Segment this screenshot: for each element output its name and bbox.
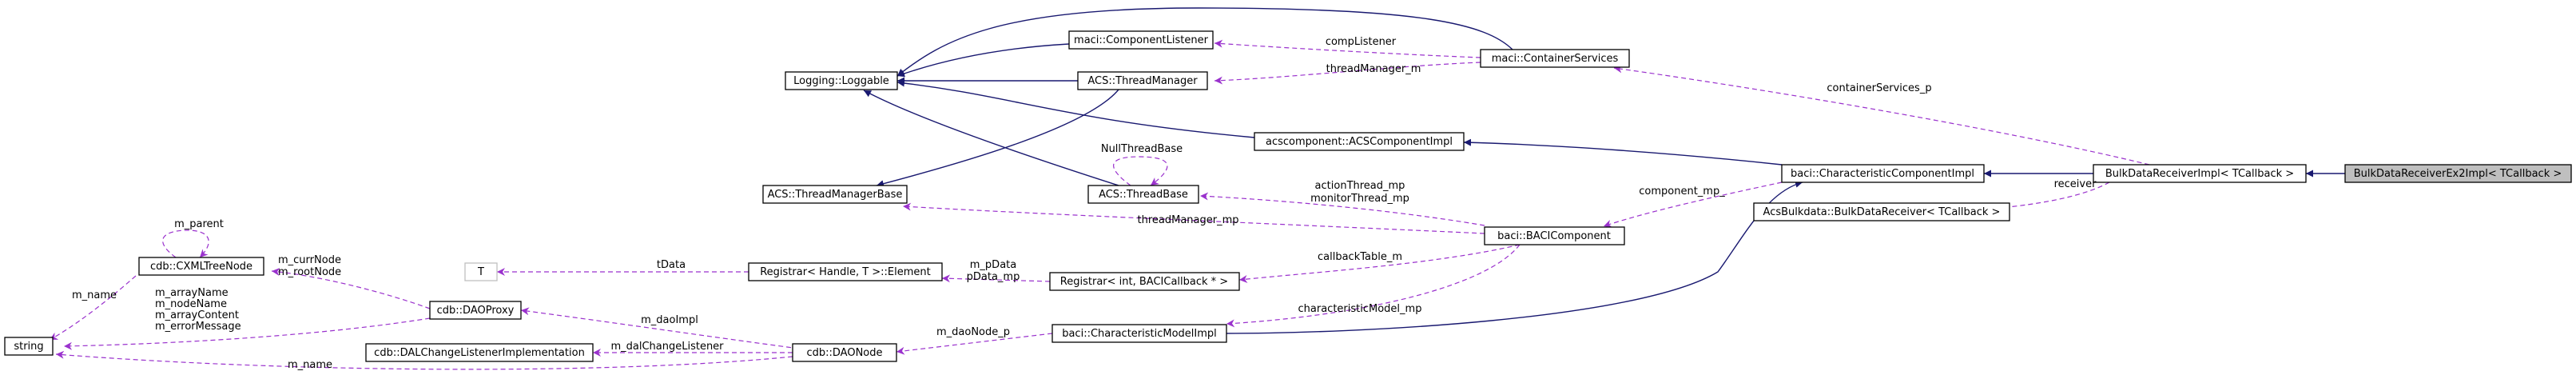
label-pdata-mp: pData_mp — [967, 271, 1020, 283]
label-characteristic-model-mp: characteristicModel_mp — [1298, 303, 1422, 315]
node-label: BulkDataReceiverImpl< TCallback > — [2105, 168, 2294, 180]
node-label: T — [477, 266, 484, 278]
node-label: ACS::ThreadManagerBase — [768, 189, 903, 201]
edge-m-parent — [162, 229, 209, 258]
node-dao-node[interactable]: cdb::DAONode — [792, 343, 897, 362]
label-m-name-xml: m_name — [72, 289, 117, 301]
edge-threadbase-to-loggable — [863, 90, 1119, 186]
label-m-dao-impl: m_daoImpl — [641, 314, 698, 326]
label-m-pdata: m_pData — [970, 259, 1016, 271]
edge-m-name-xml — [49, 275, 137, 341]
node-dal-change-listener[interactable]: cdb::DALChangeListenerImplementation — [365, 343, 594, 362]
node-label: baci::CharacteristicComponentImpl — [1791, 168, 1974, 180]
node-label: ACS::ThreadBase — [1099, 189, 1188, 201]
node-template-param-t[interactable]: T — [464, 262, 498, 281]
node-label: baci::CharacteristicModelImpl — [1062, 328, 1217, 340]
label-callback-table-m: callbackTable_m — [1318, 251, 1402, 263]
node-label: baci::BACIComponent — [1497, 230, 1611, 242]
usage-edges — [49, 39, 2150, 370]
label-action-thread-mp: actionThread_mp — [1315, 180, 1405, 192]
node-acs-bulkdata-receiver[interactable]: AcsBulkdata::BulkDataReceiver< TCallback… — [1753, 202, 2010, 221]
label-thread-manager-mp: threadManager_mp — [1137, 214, 1238, 226]
node-bulk-data-receiver-impl[interactable]: BulkDataReceiverImpl< TCallback > — [2093, 164, 2307, 183]
class-nodes: BulkDataReceiverEx2Impl< TCallback > Bul… — [4, 30, 2572, 362]
edge-pdata — [941, 274, 1051, 283]
label-t-data: tData — [657, 259, 686, 271]
node-logging-loggable[interactable]: Logging::Loggable — [785, 71, 898, 90]
edge-comp-listener — [1214, 39, 1481, 58]
label-m-dao-node-p: m_daoNode_p — [936, 326, 1010, 338]
node-label: Logging::Loggable — [793, 75, 889, 87]
edge-acscompimpl-to-loggable — [896, 79, 1255, 138]
node-label: cdb::DALChangeListenerImplementation — [374, 347, 585, 359]
node-cxml-tree-node[interactable]: cdb::CXMLTreeNode — [138, 257, 264, 276]
label-monitor-thread-mp: monitorThread_mp — [1310, 193, 1409, 205]
label-component-mp: component_mp_ — [1639, 186, 1725, 197]
label-m-error-message: m_errorMessage — [155, 321, 241, 333]
edge-componentlistener-to-loggable — [896, 43, 1070, 78]
node-label: Registrar< Handle, T >::Element — [760, 266, 931, 278]
edge-containerservices-to-loggable — [896, 7, 1513, 77]
node-characteristic-model-impl[interactable]: baci::CharacteristicModelImpl — [1051, 324, 1227, 343]
edge-dao-impl — [520, 307, 800, 349]
label-receiver: receiver — [2054, 178, 2097, 190]
edge-thread-manager-m — [1214, 62, 1481, 85]
label-m-array-name: m_arrayName — [155, 287, 229, 299]
node-label: Registrar< int, BACICallback * > — [1060, 276, 1228, 288]
node-baci-component[interactable]: baci::BACIComponent — [1484, 226, 1625, 245]
label-m-name-dao: m_name — [288, 359, 332, 371]
node-acs-component-impl[interactable]: acscomponent::ACSComponentImpl — [1254, 132, 1465, 151]
edge-component-mp — [1603, 182, 1783, 228]
edge-labels: compListener threadManager_m containerSe… — [72, 36, 2097, 371]
label-container-services-p: containerServices_p — [1827, 82, 1931, 94]
label-m-parent: m_parent — [174, 218, 224, 230]
node-label: ACS::ThreadManager — [1087, 75, 1198, 87]
label-m-node-name: m_nodeName — [155, 298, 227, 310]
node-label: cdb::DAONode — [806, 347, 882, 359]
edge-threadmanager-to-threadmanagerbase — [876, 89, 1119, 188]
edge-null-thread-base — [1113, 156, 1168, 186]
edge-thread-manager-mp — [902, 202, 1485, 234]
node-label: acscomponent::ACSComponentImpl — [1266, 136, 1453, 148]
node-label: cdb::DAOProxy — [437, 305, 515, 317]
edge-characteristic-model-mp — [1226, 244, 1521, 328]
edge-curr-root-node — [271, 268, 431, 309]
node-acs-thread-base[interactable]: ACS::ThreadBase — [1087, 185, 1199, 204]
node-registrar-int[interactable]: Registrar< int, BACICallback * > — [1049, 272, 1240, 291]
edge-dao-proxy-strings — [63, 317, 431, 350]
edge-m-name-dao — [55, 350, 793, 370]
edge-dao-node-p — [896, 333, 1053, 355]
node-label: cdb::CXMLTreeNode — [150, 261, 252, 273]
label-thread-manager-m: threadManager_m — [1326, 63, 1421, 75]
label-null-thread-base: NullThreadBase — [1101, 143, 1183, 155]
node-label: AcsBulkdata::BulkDataReceiver< TCallback… — [1763, 206, 2001, 218]
edge-container-services-p — [1613, 65, 2150, 166]
label-m-array-content: m_arrayContent — [155, 309, 239, 321]
node-dao-proxy[interactable]: cdb::DAOProxy — [429, 301, 522, 320]
node-acs-thread-manager[interactable]: ACS::ThreadManager — [1077, 71, 1208, 90]
node-label: BulkDataReceiverEx2Impl< TCallback > — [2354, 168, 2562, 180]
node-label: maci::ComponentListener — [1074, 34, 1209, 46]
label-comp-listener: compListener — [1326, 36, 1397, 48]
node-registrar-element[interactable]: Registrar< Handle, T >::Element — [748, 262, 943, 281]
node-focus-class[interactable]: BulkDataReceiverEx2Impl< TCallback > — [2344, 164, 2572, 183]
node-characteristic-component-impl[interactable]: baci::CharacteristicComponentImpl — [1781, 164, 1985, 183]
label-m-root-node: m_rootNode — [278, 266, 341, 278]
label-m-curr-node: m_currNode — [278, 254, 341, 266]
node-component-listener[interactable]: maci::ComponentListener — [1068, 30, 1214, 50]
node-container-services[interactable]: maci::ContainerServices — [1480, 49, 1630, 68]
node-thread-manager-base[interactable]: ACS::ThreadManagerBase — [762, 185, 908, 204]
label-m-dal-change-listener: m_dalChangeListener — [610, 341, 724, 353]
node-label: string — [14, 341, 43, 353]
node-label: maci::ContainerServices — [1492, 53, 1619, 65]
edge-charcompimpl-to-acscompimpl — [1463, 138, 1783, 166]
edge-callback-table-m — [1238, 244, 1521, 283]
node-string[interactable]: string — [4, 337, 54, 356]
